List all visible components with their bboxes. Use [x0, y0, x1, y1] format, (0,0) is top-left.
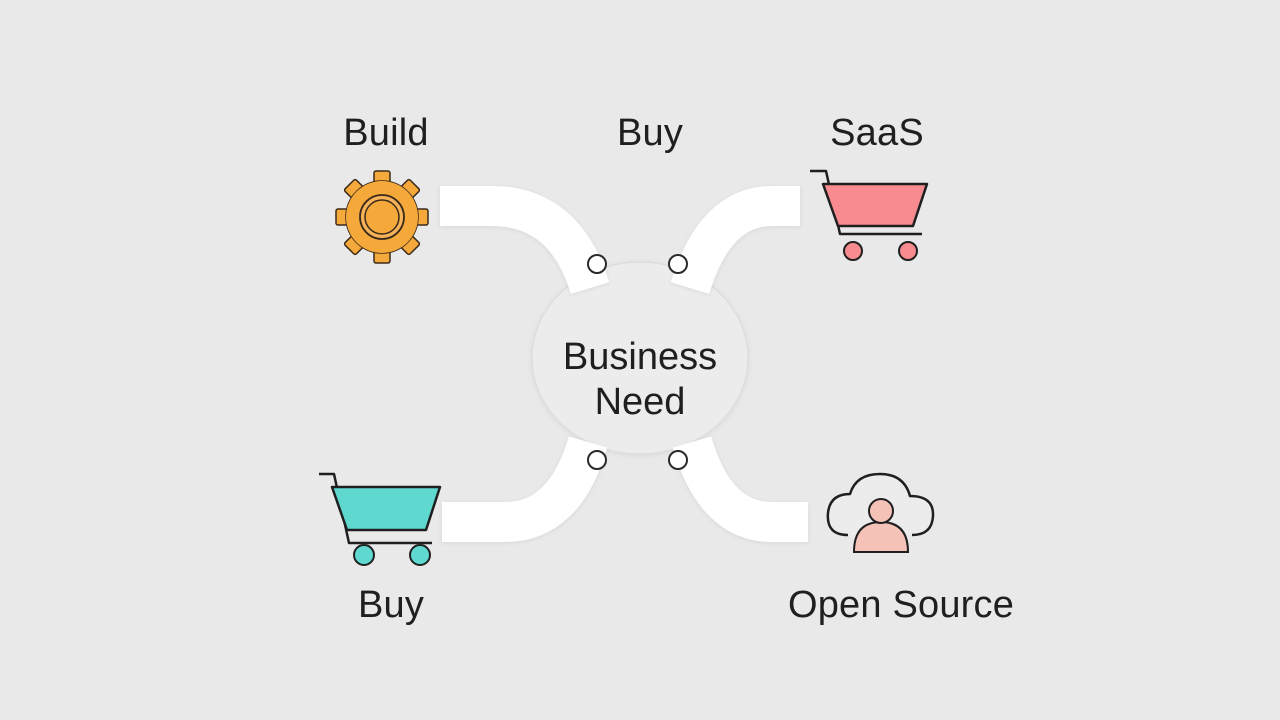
connector-open-source	[672, 436, 808, 542]
shopping-cart-icon	[319, 472, 442, 566]
cloud-user-icon	[826, 472, 935, 553]
connector-dot-build	[587, 254, 607, 274]
open-source-label: Open Source	[787, 584, 1015, 626]
buy-bottom-label: Buy	[357, 584, 425, 626]
buy-top-label: Buy	[616, 112, 684, 154]
business-need-line-1: Business	[562, 336, 718, 378]
connector-dot-open-source	[668, 450, 688, 470]
connector-dot-buy	[587, 450, 607, 470]
connector-dot-saas	[668, 254, 688, 274]
connector-saas	[670, 186, 800, 295]
connector-buy	[442, 436, 608, 542]
gear-icon	[335, 170, 429, 264]
shopping-cart-icon	[810, 169, 929, 261]
build-label: Build	[343, 112, 429, 154]
center-hub	[531, 261, 749, 455]
saas-label: SaaS	[830, 112, 924, 154]
business-need-label: Business Need	[563, 335, 717, 425]
business-need-line-2: Need	[594, 381, 686, 423]
connector-build	[440, 186, 610, 295]
